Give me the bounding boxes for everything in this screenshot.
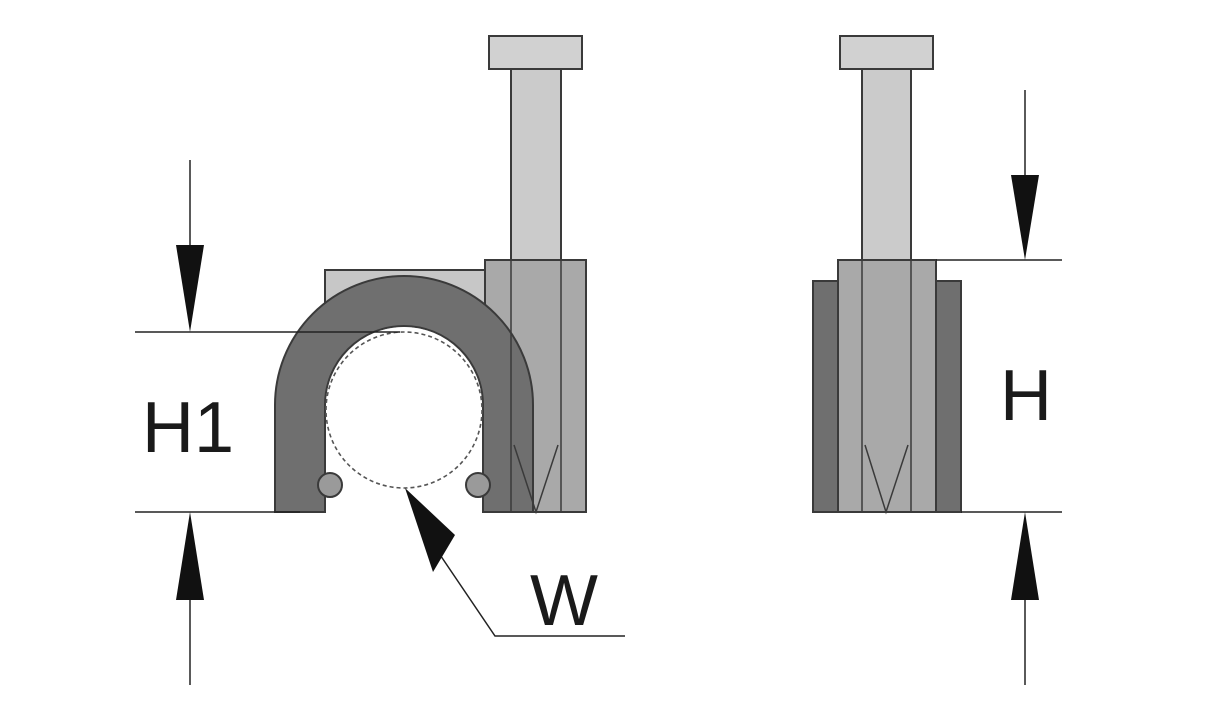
label-w: W [530,561,598,641]
label-h: H [1000,356,1052,436]
dimension-h: H [936,90,1062,685]
clip-arch [274,275,534,513]
retaining-bump-left [317,472,343,498]
side-nail-head [839,35,934,70]
arrow-up-icon [1011,512,1039,600]
cable-outline [325,331,483,489]
nail-shaft [510,65,562,261]
arrow-pointer-icon [405,488,455,572]
retaining-bump-right [465,472,491,498]
cable-opening [326,327,482,470]
side-block [837,259,937,513]
arrow-up-icon [176,512,204,600]
side-nail-tip [864,444,909,515]
clip-side-view [812,35,962,515]
leader-line [429,539,625,637]
dimension-h1: H1 [135,160,400,685]
clip-front-view [274,35,587,515]
dimension-w: W [405,488,625,641]
nail-head [488,35,583,70]
label-h1: H1 [142,388,234,468]
arrow-down-icon [176,245,204,332]
arrow-down-icon [1011,175,1039,260]
nail-tip [513,444,559,515]
side-nail-shaft [861,65,912,261]
